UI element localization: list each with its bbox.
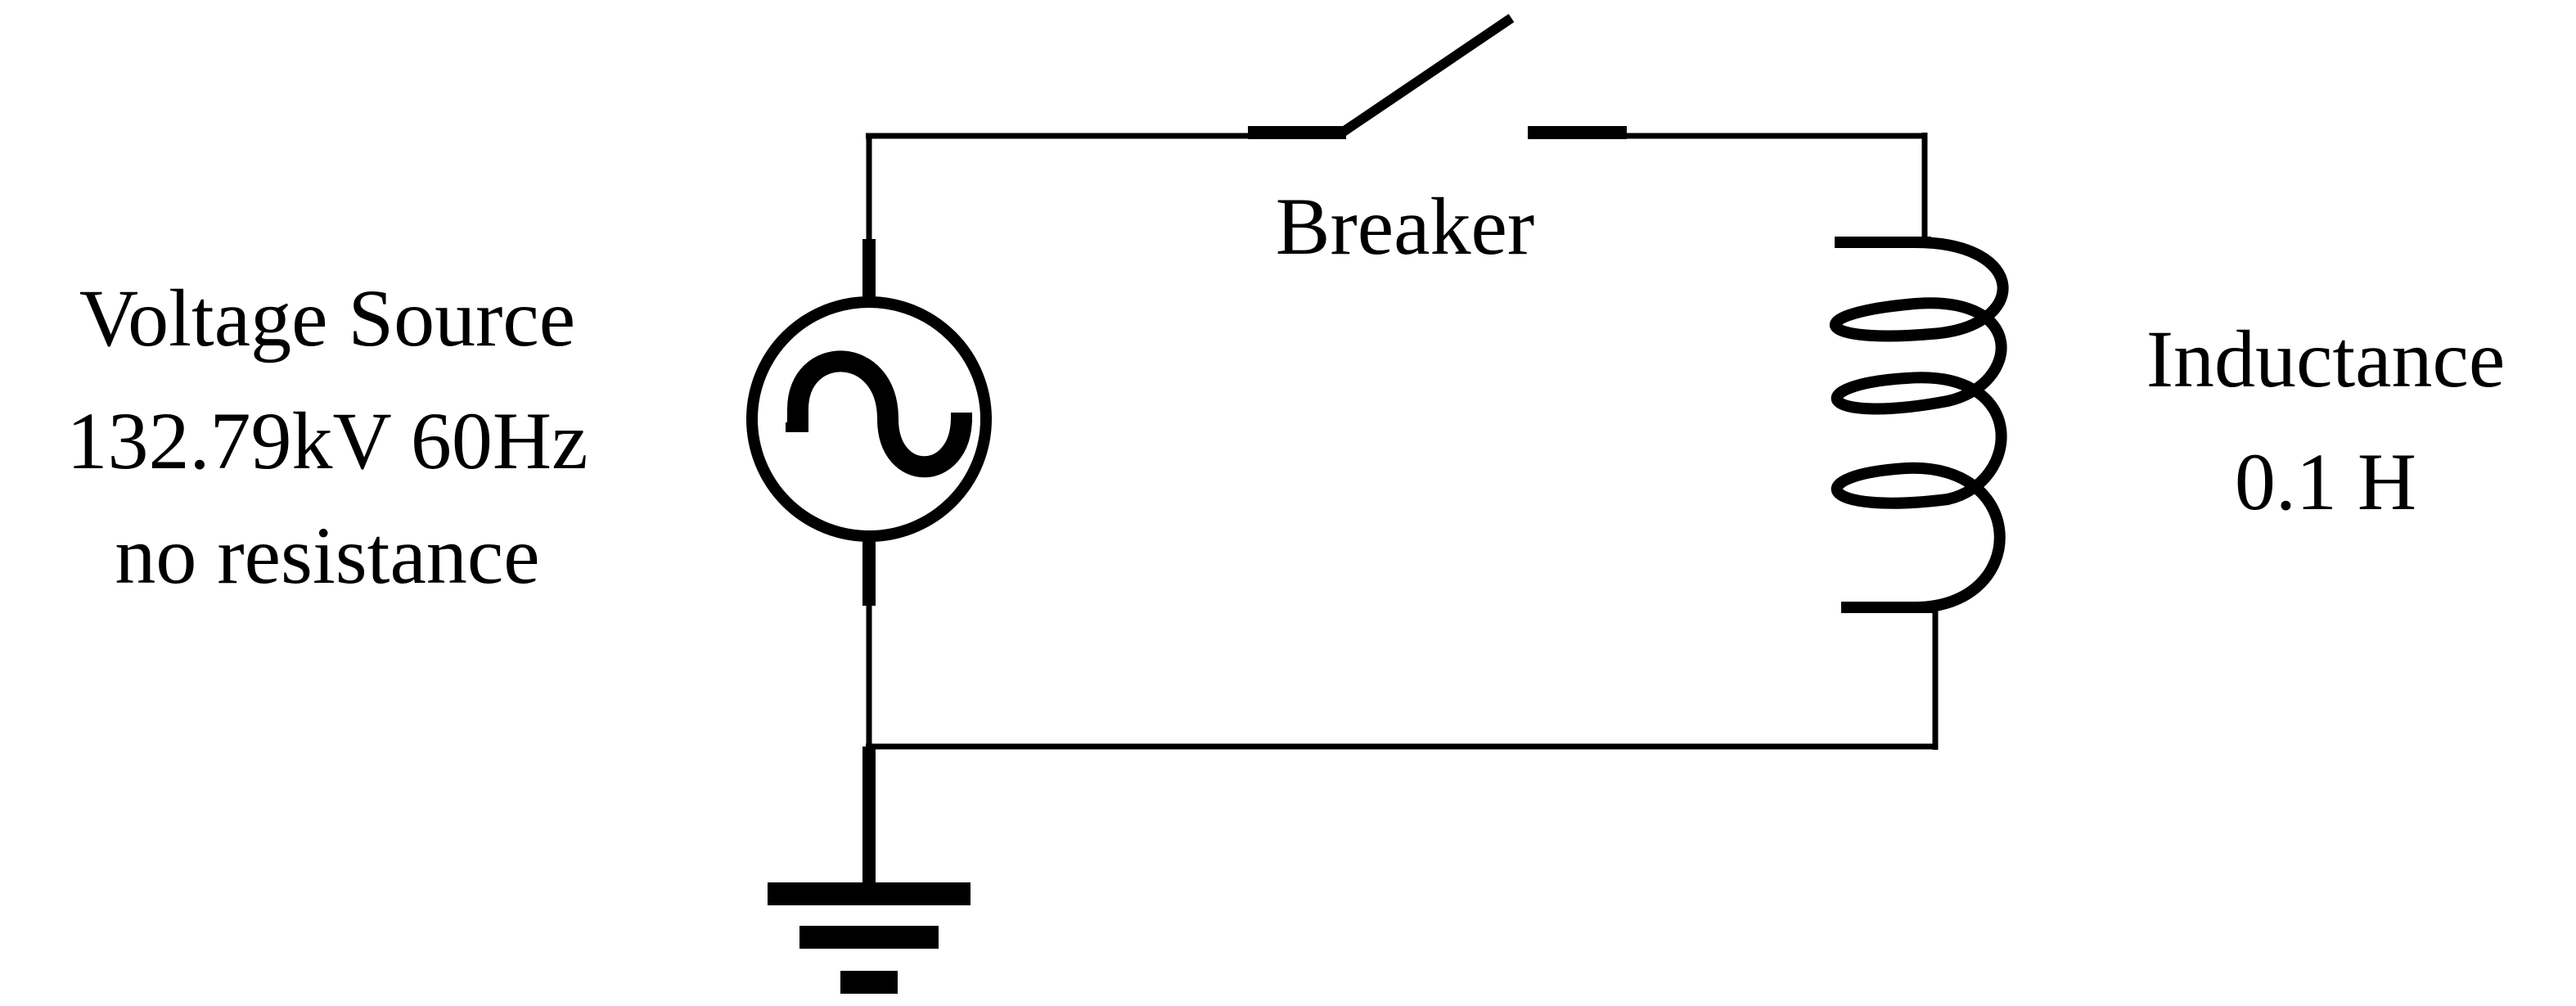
inductance-label-line1: Inductance — [2146, 314, 2506, 404]
wires — [866, 133, 1939, 750]
open-switch-icon — [1248, 14, 1627, 139]
ac-voltage-source-icon — [746, 239, 992, 606]
source-label-line3: no resistance — [115, 510, 539, 601]
breaker-label: Breaker — [1276, 181, 1534, 272]
source-label-line1: Voltage Source — [79, 273, 575, 363]
source-label-line2: 132.79kV 60Hz — [66, 395, 588, 486]
inductance-label-line2: 0.1 H — [2235, 436, 2416, 527]
ground-icon — [768, 747, 971, 994]
coil-icon — [1829, 237, 2009, 613]
